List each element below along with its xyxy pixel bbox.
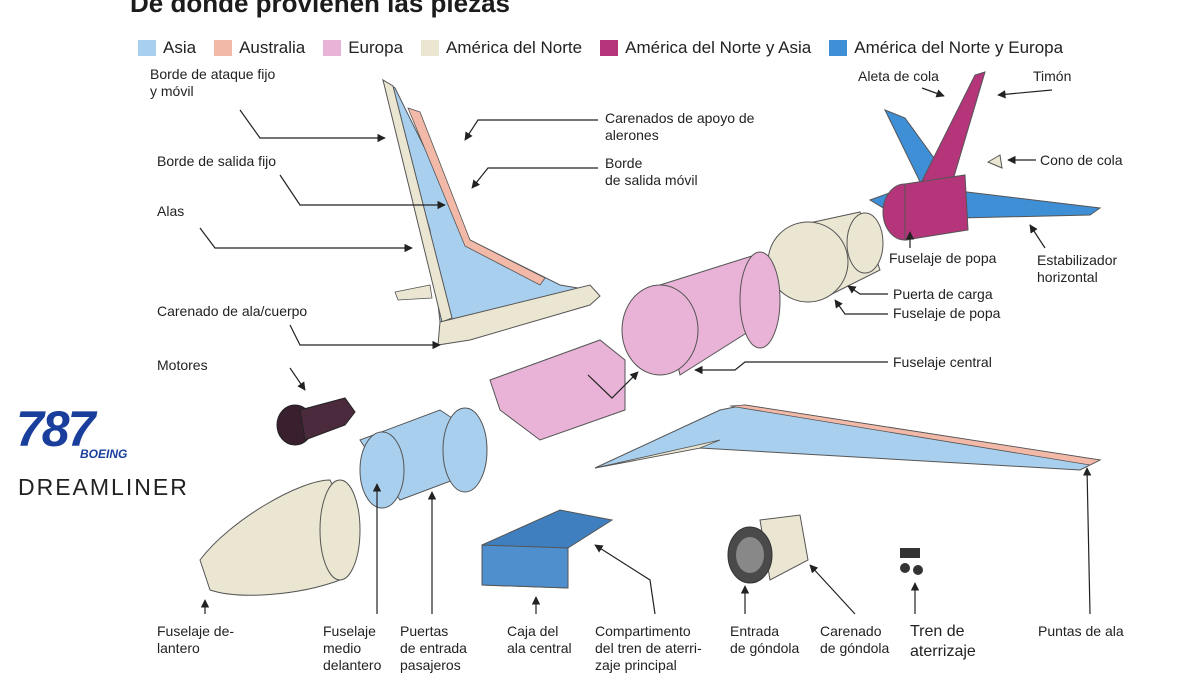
legend-item-america-norte: América del Norte — [421, 38, 582, 58]
left-wing — [382, 78, 601, 346]
label-puntas: Puntas de ala — [1038, 623, 1124, 639]
label-carenados-apoyo: Carenados de apoyo de alerones — [605, 110, 755, 143]
legend-item-america-norte-asia: América del Norte y Asia — [600, 38, 811, 58]
forward-mid-fuselage — [359, 407, 488, 509]
logo-dreamliner: DREAMLINER — [18, 474, 189, 500]
label-borde-ataque: Borde de ataque fijo y móvil — [150, 66, 276, 99]
label-puerta-carga: Puerta de carga — [893, 286, 993, 302]
tail-section — [868, 71, 1102, 241]
legend-label: Europa — [348, 38, 404, 57]
legend-label: América del Norte y Europa — [854, 38, 1064, 57]
legend-label: América del Norte — [446, 38, 583, 57]
legend-item-asia: Asia — [138, 38, 196, 58]
legend-swatch — [600, 40, 619, 56]
label-fuselaje-central: Fuselaje central — [893, 354, 992, 370]
legend-label: Australia — [239, 38, 306, 57]
logo-787: 787 — [16, 401, 95, 457]
label-estabilizador: Estabilizador horizontal — [1037, 252, 1118, 285]
leader-lines — [199, 87, 1092, 615]
nose-section — [199, 479, 361, 596]
engine — [276, 397, 356, 446]
label-tren: Tren de aterrizaje — [910, 623, 976, 660]
label-puertas: Puertas de entrada pasajeros — [400, 623, 467, 673]
legend-item-america-norte-europa: América del Norte y Europa — [829, 38, 1063, 58]
mid-fuselage-open — [489, 339, 626, 441]
label-timon: Timón — [1033, 68, 1072, 84]
legend-swatch — [421, 40, 440, 56]
right-wing — [594, 404, 1102, 471]
legend-item-europa: Europa — [323, 38, 403, 58]
label-carenado-gondola: Carenado de góndola — [820, 623, 890, 656]
label-fuselaje-delantero: Fuselaje de- lantero — [157, 623, 235, 656]
legend-swatch — [214, 40, 233, 56]
legend: Asia Australia Europa América del Norte … — [138, 38, 1081, 58]
legend-swatch — [829, 40, 848, 56]
legend-label: América del Norte y Asia — [625, 38, 812, 57]
label-borde-salida-fijo: Borde de salida fijo — [157, 153, 277, 169]
legend-swatch — [138, 40, 156, 56]
label-aleta-cola: Aleta de cola — [858, 68, 939, 84]
landing-gear — [900, 548, 923, 575]
label-borde-salida-movil: Borde de salida móvil — [605, 155, 698, 188]
center-fuselage — [621, 251, 781, 376]
center-wing-box — [481, 509, 614, 589]
legend-swatch — [323, 40, 342, 56]
label-caja-ala: Caja del ala central — [507, 623, 572, 656]
label-carenado-ala: Carenado de ala/cuerpo — [157, 303, 308, 319]
label-alas: Alas — [157, 203, 185, 219]
label-cono-cola: Cono de cola — [1040, 152, 1123, 168]
logo-boeing: BOEING — [80, 447, 128, 461]
label-compartimento: Compartimento del tren de aterri- zaje p… — [595, 623, 702, 673]
nacelle — [727, 514, 809, 584]
label-entrada-gondola: Entrada de góndola — [730, 623, 800, 656]
label-fuselaje-popa-2: Fuselaje de popa — [893, 305, 1001, 321]
page-title: De donde provienen las piezas — [130, 0, 510, 18]
label-fuselaje-medio: Fuselaje medio delantero — [323, 623, 382, 673]
label-motores: Motores — [157, 357, 208, 373]
aft-fuselage — [767, 211, 884, 303]
label-fuselaje-popa-1: Fuselaje de popa — [889, 250, 997, 266]
legend-item-australia: Australia — [214, 38, 305, 58]
legend-label: Asia — [163, 38, 197, 57]
